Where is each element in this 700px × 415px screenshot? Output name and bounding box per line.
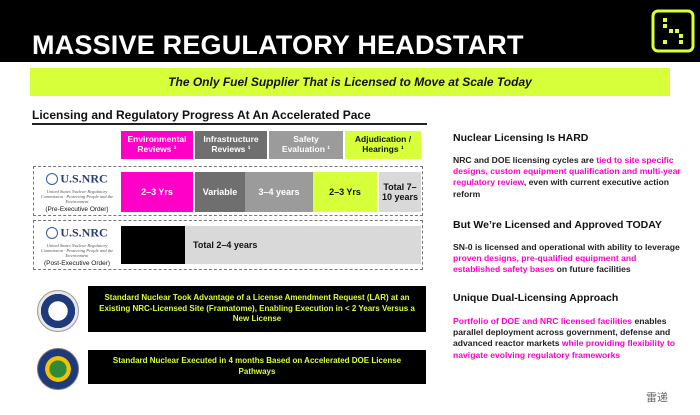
- pre-order-row-frame: [33, 166, 423, 216]
- p2-highlight: proven designs, pre-qualified equipment …: [453, 253, 637, 275]
- p3-highlight-1: Portfolio of DOE and NRC licensed facili…: [453, 316, 633, 326]
- banner-text: The Only Fuel Supplier That is Licensed …: [168, 75, 532, 89]
- pre-infrastructure-cell: Variable: [195, 172, 245, 212]
- pre-environmental-cell: 2–3 Yrs: [121, 172, 193, 212]
- p3-highlight-2: while providing flexibility to navigate …: [453, 338, 676, 360]
- post-black-cell: [121, 226, 185, 264]
- right-heading-1: Nuclear Licensing Is HARD: [453, 132, 589, 144]
- pre-safety-cell: 3–4 years: [245, 172, 313, 212]
- nrc-logo-post: U.S.NRC United States Nuclear Regulatory…: [38, 224, 116, 267]
- nrc-brand: U.S.NRC: [60, 171, 108, 186]
- p2-text-a: SN-0 is licensed and operational with ab…: [453, 242, 680, 252]
- p1-highlight: tied to site specific designs, custom eq…: [453, 155, 681, 188]
- nrc-seal-icon: [37, 290, 79, 332]
- right-paragraph-1: NRC and DOE licensing cycles are tied to…: [453, 155, 685, 200]
- p2-text-b: on future facilities: [554, 264, 631, 275]
- p3-text-a: enables parallel deployment across gover…: [453, 316, 671, 349]
- column-header-infrastructure: Infrastructure Reviews ¹: [195, 131, 267, 159]
- post-total-cell: Total 2–4 years: [185, 226, 421, 264]
- nrc-brand: U.S.NRC: [60, 225, 108, 240]
- right-paragraph-3: Portfolio of DOE and NRC licensed facili…: [453, 316, 685, 361]
- page-title: MASSIVE REGULATORY HEADSTART: [32, 30, 524, 60]
- watermark: 雷递: [646, 392, 668, 404]
- post-order-row-frame: [33, 220, 423, 270]
- nrc-tagline: United States Nuclear Regulatory Commiss…: [40, 243, 114, 258]
- headline-banner: The Only Fuel Supplier That is Licensed …: [30, 68, 670, 96]
- p1-text-b: , even with current executive action ref…: [453, 177, 670, 199]
- post-order-label: (Post-Executive Order): [43, 260, 111, 267]
- doe-callout: Standard Nuclear Executed in 4 months Ba…: [88, 350, 426, 384]
- header-bar: MASSIVE REGULATORY HEADSTART: [0, 0, 700, 62]
- lar-callout: Standard Nuclear Took Advantage of a Lic…: [88, 286, 426, 332]
- right-heading-3: Unique Dual-Licensing Approach: [453, 292, 619, 304]
- section-divider: [32, 123, 427, 125]
- pre-adjudication-cell: 2–3 Yrs: [313, 172, 377, 212]
- column-header-adjudication: Adjudication / Hearings ¹: [345, 131, 421, 159]
- right-heading-2: But We’re Licensed and Approved TODAY: [453, 219, 662, 231]
- column-header-environmental: Environmental Reviews ¹: [121, 131, 193, 159]
- pre-total-cell: Total 7–10 years: [379, 172, 421, 212]
- nrc-tagline: United States Nuclear Regulatory Commiss…: [40, 189, 114, 204]
- p1-text-a: NRC and DOE licensing cycles are: [453, 155, 597, 165]
- section-title: Licensing and Regulatory Progress At An …: [32, 108, 371, 122]
- nrc-seal-icon: [46, 172, 59, 185]
- column-header-safety: Safety Evaluation ¹: [269, 131, 343, 159]
- nrc-seal-icon: [46, 226, 59, 239]
- nrc-logo-pre: U.S.NRC United States Nuclear Regulatory…: [38, 170, 116, 213]
- right-paragraph-2: SN-0 is licensed and operational with ab…: [453, 242, 685, 276]
- doe-seal-icon: [37, 348, 79, 390]
- standard-nuclear-logo-icon: [651, 9, 695, 53]
- pre-order-label: (Pre-Executive Order): [45, 206, 109, 213]
